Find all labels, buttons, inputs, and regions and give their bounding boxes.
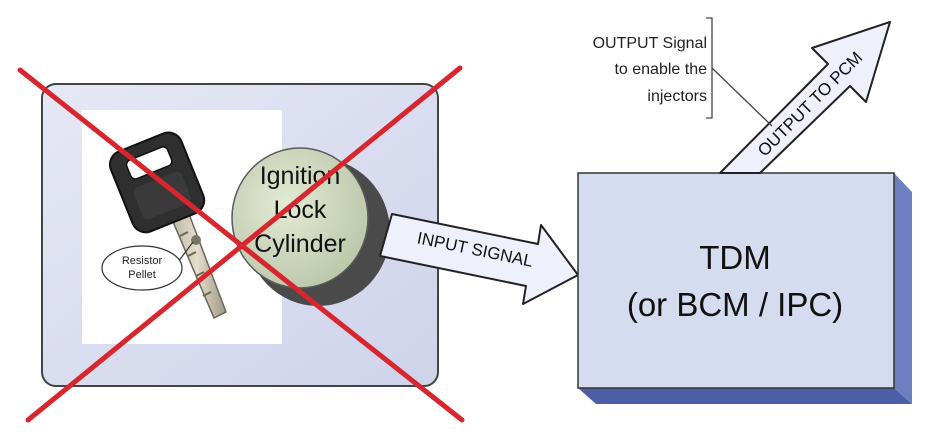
ignition-lock-cylinder: Ignition Lock Cylinder — [231, 147, 390, 306]
output-pcm-label: OUTPUT TO PCM — [754, 48, 866, 160]
output-note-line1: OUTPUT Signal — [593, 35, 707, 52]
resistor-pellet-label-line2: Pellet — [128, 269, 156, 281]
module-box: TDM (or BCM / IPC) — [577, 172, 912, 404]
resistor-pellet-label-line1: Resistor — [122, 255, 163, 267]
output-pcm-arrow: OUTPUT TO PCM — [719, 21, 891, 174]
red-cross-icon — [17, 65, 465, 423]
output-signal-note: OUTPUT Signal to enable the injectors — [593, 17, 773, 127]
output-note-line3: injectors — [647, 88, 707, 105]
resistor-pellet-callout: Resistor Pellet — [101, 241, 194, 291]
module-title: TDM — [699, 239, 770, 276]
output-note-line2: to enable the — [614, 61, 707, 78]
module-subtitle: (or BCM / IPC) — [627, 286, 843, 323]
cylinder-label-line3: Cylinder — [254, 230, 346, 258]
